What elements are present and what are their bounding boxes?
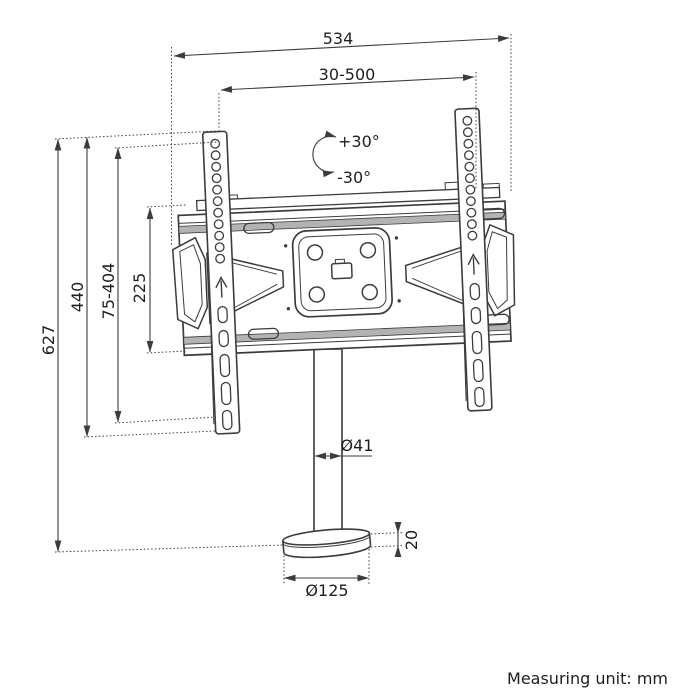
dim-label-total-width: 534: [323, 29, 354, 48]
dim-plate-height: 225: [130, 204, 187, 354]
stand-base: [282, 528, 372, 559]
dim-label-base-diameter: Ø125: [305, 581, 348, 600]
dim-label-width-range: 30-500: [319, 65, 376, 84]
rotation-plate: [291, 227, 393, 318]
rotation-arc-icon: [312, 130, 337, 178]
dim-width-range: 30-500: [218, 65, 477, 190]
dim-base-thickness: 20: [370, 522, 421, 557]
dim-base-diameter: Ø125: [283, 549, 370, 600]
dim-label-bracket-height: 440: [68, 282, 87, 313]
left-arm-ring: [171, 236, 209, 330]
rotation-minus-label: -30°: [337, 168, 371, 187]
rotation-indicator: +30° -30°: [312, 130, 380, 187]
dim-total-width: 534: [171, 29, 512, 246]
dim-label-vesa-height-range: 75-404: [99, 263, 118, 320]
dim-total-height: 627: [39, 130, 285, 553]
dim-bracket-height: 440: [68, 137, 217, 438]
dim-label-base-thickness: 20: [402, 530, 421, 550]
measuring-unit-note: Measuring unit: mm: [507, 669, 668, 688]
mount-assembly: [171, 107, 516, 435]
dim-label-pole-diameter: Ø41: [341, 436, 374, 455]
stand-pole: [313, 348, 343, 536]
vesa-dots: [283, 236, 401, 311]
dim-vesa-height-range: 75-404: [99, 141, 219, 424]
dim-label-plate-height: 225: [130, 273, 149, 304]
rotation-plus-label: +30°: [338, 132, 380, 151]
dim-label-total-height: 627: [39, 325, 58, 356]
dim-pole-diameter: Ø41: [314, 436, 374, 460]
